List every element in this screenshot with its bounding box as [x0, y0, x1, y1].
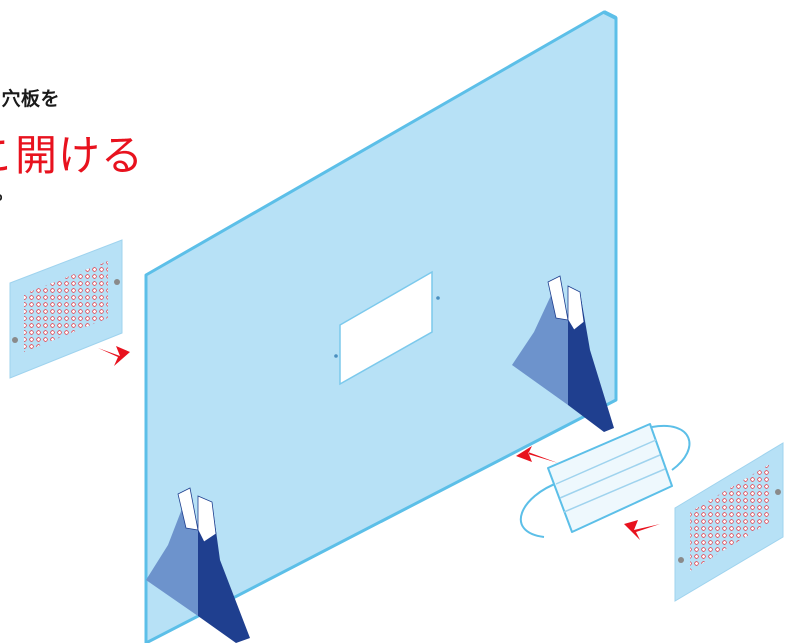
perforated-plate-icon: [9, 239, 123, 379]
mask-icon: [519, 423, 691, 538]
mountain-stand-right: [512, 275, 614, 432]
heading-line-2: こ開ける: [0, 131, 145, 180]
heading-line-3: す。: [0, 178, 14, 205]
heading-line-1: な穴板を: [0, 88, 61, 110]
arrow-icon: [98, 346, 130, 366]
heading-copy: な穴板を こ開ける す。: [0, 0, 200, 220]
arrow-icon: [516, 446, 558, 463]
arrow-icon: [624, 520, 660, 540]
window-opening: [334, 270, 440, 386]
mountain-stand-left: [146, 487, 250, 643]
perforated-plate-icon: [674, 442, 784, 602]
